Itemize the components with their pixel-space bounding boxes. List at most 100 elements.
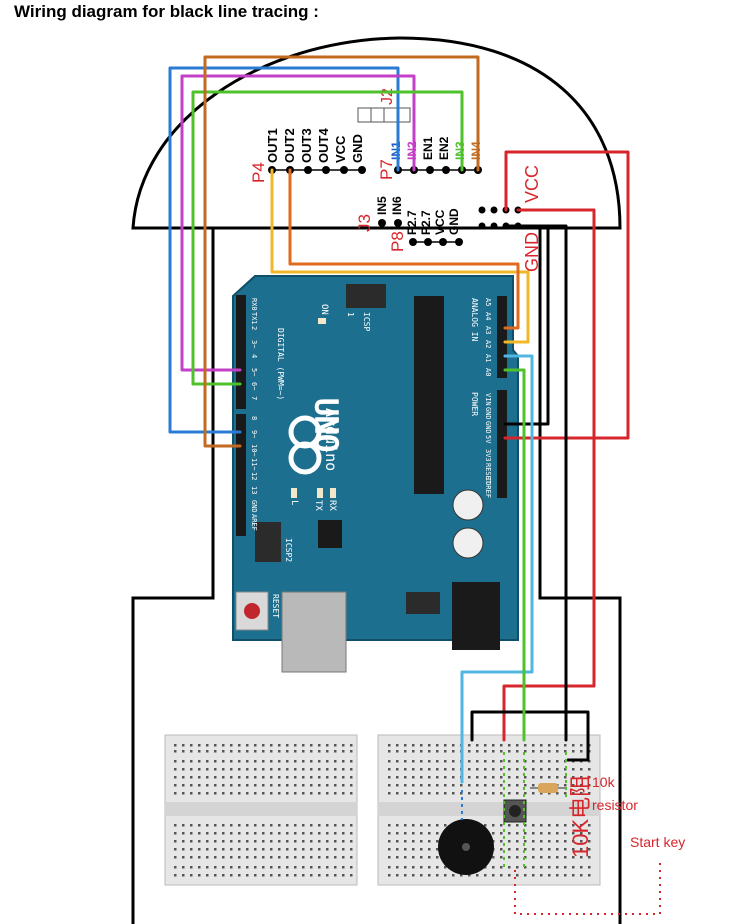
digital-pin-label: 5~ — [250, 368, 258, 376]
breadboard-hole — [548, 792, 551, 795]
breadboard-hole — [206, 848, 209, 851]
dc-power-jack — [452, 582, 500, 650]
breadboard-hole — [270, 792, 273, 795]
breadboard-hole — [484, 760, 487, 763]
breadboard-hole — [436, 744, 439, 747]
breadboard-hole — [302, 856, 305, 859]
breadboard-hole — [532, 856, 535, 859]
breadboard-hole — [468, 768, 471, 771]
resistor-label: 10k — [592, 774, 616, 790]
breadboard-hole — [436, 840, 439, 843]
breadboard-hole — [556, 776, 559, 779]
breadboard-hole — [532, 744, 535, 747]
buzzer — [438, 819, 494, 875]
breadboard-hole — [230, 866, 233, 869]
breadboard-hole — [524, 760, 527, 763]
breadboard-hole — [484, 784, 487, 787]
breadboard-hole — [318, 784, 321, 787]
p7-pin-label: IN1 — [389, 141, 403, 160]
breadboard-hole — [412, 784, 415, 787]
breadboard-hole — [342, 792, 345, 795]
breadboard-hole — [548, 832, 551, 835]
breadboard-hole — [222, 792, 225, 795]
breadboard-hole — [412, 768, 415, 771]
breadboard-hole — [580, 792, 583, 795]
breadboard-hole — [476, 768, 479, 771]
breadboard-hole — [238, 848, 241, 851]
breadboard-hole — [182, 750, 185, 753]
breadboard-hole — [532, 750, 535, 753]
breadboard-hole — [396, 848, 399, 851]
breadboard-hole — [572, 824, 575, 827]
breadboard-hole — [238, 866, 241, 869]
breadboard-hole — [318, 832, 321, 835]
breadboard-hole — [516, 832, 519, 835]
breadboard-hole — [420, 874, 423, 877]
breadboard-hole — [500, 784, 503, 787]
breadboard-hole — [564, 784, 567, 787]
breadboard-hole — [286, 792, 289, 795]
breadboard-hole — [190, 760, 193, 763]
breadboard-hole — [214, 824, 217, 827]
breadboard-hole — [270, 776, 273, 779]
breadboard-hole — [278, 760, 281, 763]
breadboard-hole — [508, 848, 511, 851]
p8-label: P8 — [388, 231, 407, 252]
breadboard-hole — [468, 792, 471, 795]
breadboard-hole — [412, 866, 415, 869]
breadboard-hole — [278, 848, 281, 851]
breadboard-hole — [492, 832, 495, 835]
breadboard-hole — [302, 866, 305, 869]
breadboard-hole — [190, 824, 193, 827]
breadboard-hole — [302, 848, 305, 851]
breadboard-hole — [540, 848, 543, 851]
breadboard-hole — [388, 750, 391, 753]
breadboard-hole — [246, 744, 249, 747]
breadboard-hole — [198, 840, 201, 843]
breadboard-hole — [302, 784, 305, 787]
breadboard-hole — [388, 866, 391, 869]
breadboard-hole — [334, 848, 337, 851]
breadboard-hole — [198, 776, 201, 779]
breadboard-hole — [262, 760, 265, 763]
breadboard-hole — [532, 784, 535, 787]
breadboard-hole — [222, 768, 225, 771]
breadboard-hole — [286, 784, 289, 787]
breadboard-hole — [396, 832, 399, 835]
breadboard-hole — [326, 792, 329, 795]
breadboard-hole — [238, 760, 241, 763]
breadboard-hole — [532, 832, 535, 835]
breadboard-hole — [246, 784, 249, 787]
breadboard-hole — [532, 760, 535, 763]
breadboard-hole — [286, 760, 289, 763]
breadboard-hole — [524, 768, 527, 771]
breadboard-hole — [404, 832, 407, 835]
breadboard-hole — [428, 856, 431, 859]
breadboard-hole — [254, 866, 257, 869]
breadboard-hole — [190, 744, 193, 747]
breadboard-hole — [404, 750, 407, 753]
breadboard-hole — [254, 856, 257, 859]
breadboard-hole — [588, 760, 591, 763]
breadboard-hole — [278, 744, 281, 747]
breadboard-hole — [388, 784, 391, 787]
breadboard-hole — [246, 874, 249, 877]
breadboard-hole — [540, 760, 543, 763]
icsp-one-label: 1 — [346, 312, 355, 317]
breadboard-hole — [412, 760, 415, 763]
breadboard-hole — [278, 866, 281, 869]
breadboard-hole — [318, 824, 321, 827]
breadboard-hole — [230, 848, 233, 851]
breadboard-hole — [262, 832, 265, 835]
breadboard-hole — [222, 824, 225, 827]
breadboard-hole — [214, 750, 217, 753]
breadboard-hole — [270, 750, 273, 753]
breadboard-hole — [404, 760, 407, 763]
breadboard-hole — [404, 824, 407, 827]
breadboard-hole — [198, 848, 201, 851]
breadboard-hole — [262, 750, 265, 753]
breadboard-hole — [500, 744, 503, 747]
breadboard-hole — [580, 848, 583, 851]
breadboard-hole — [174, 744, 177, 747]
uno-label: UNO — [308, 398, 343, 452]
